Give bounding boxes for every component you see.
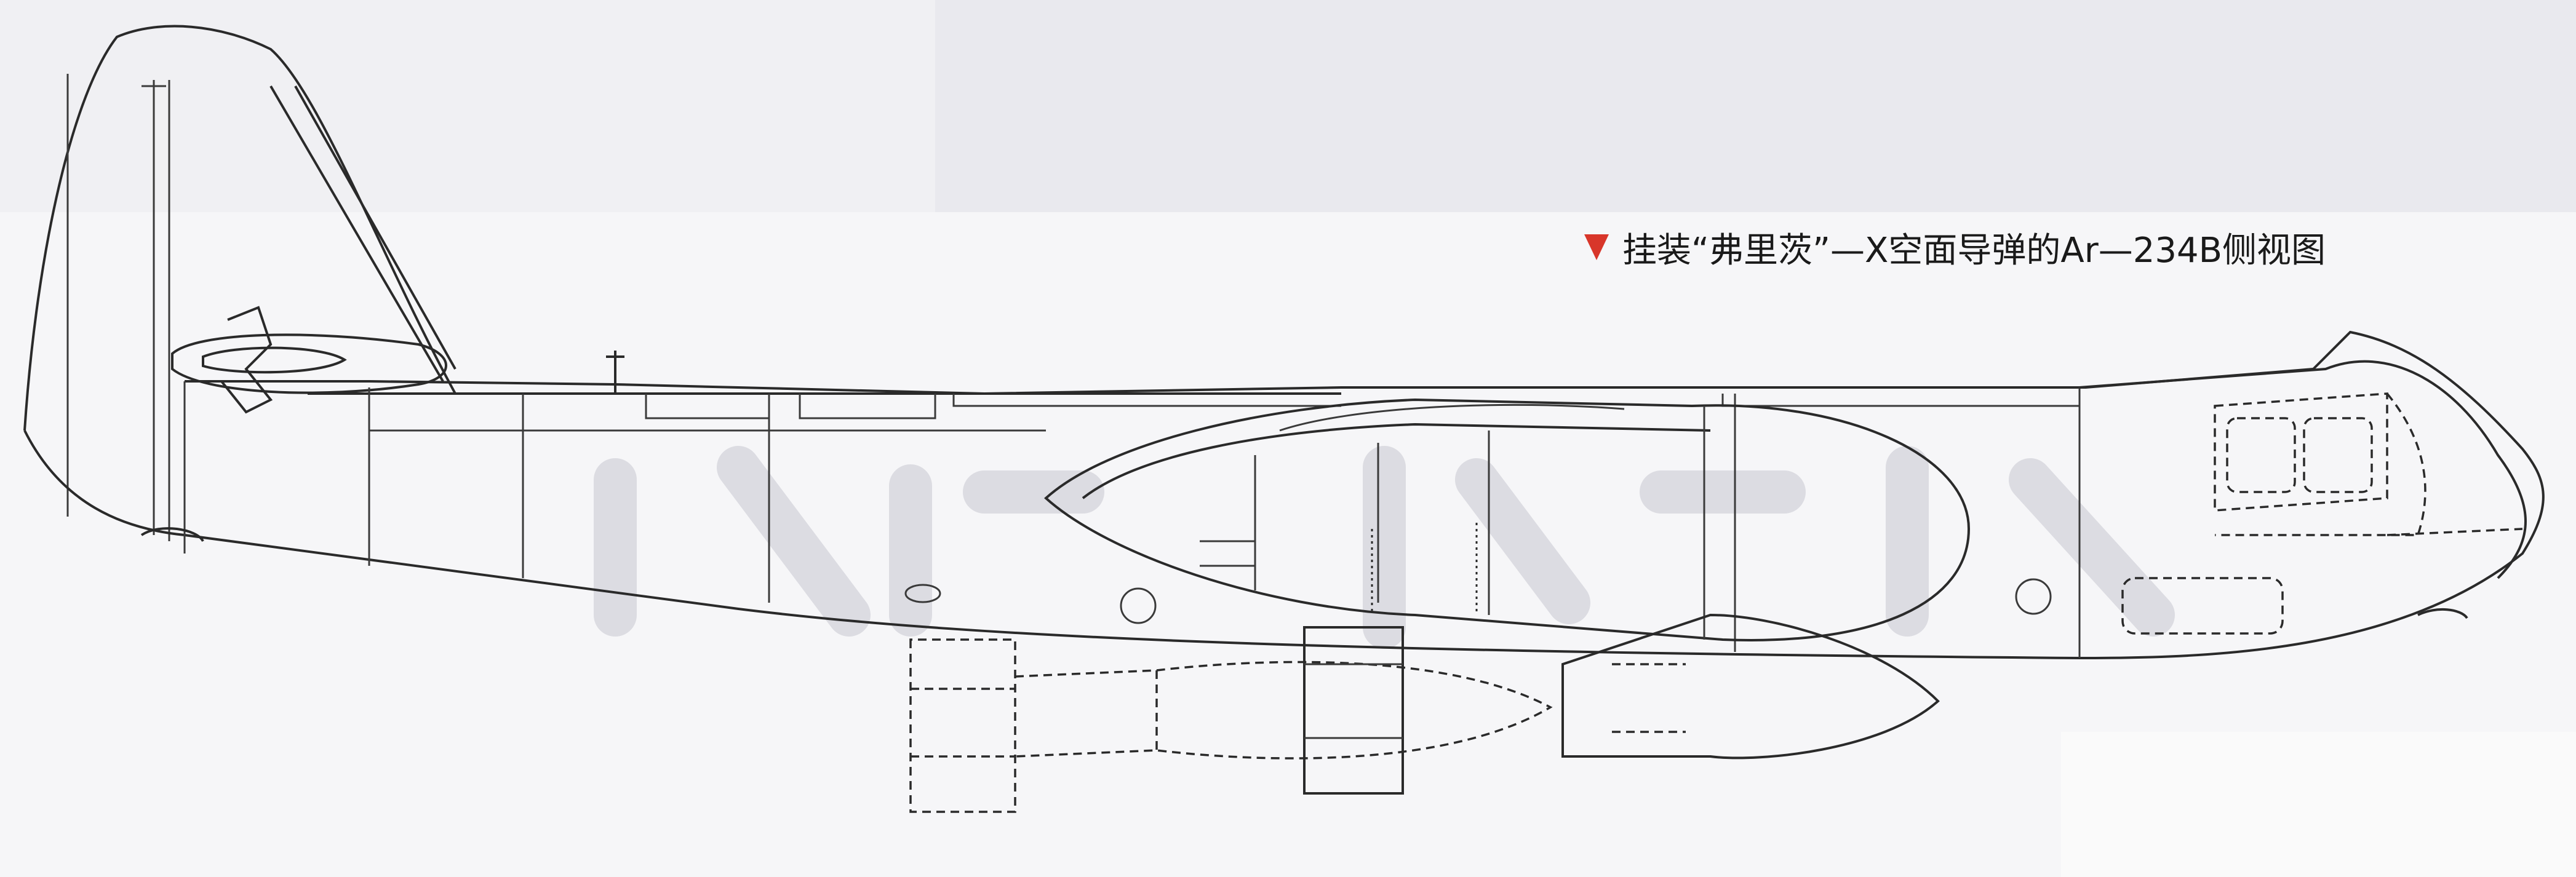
engine-nacelle bbox=[1044, 398, 1971, 641]
bleed-through-marks bbox=[594, 446, 2175, 649]
paper-background-corner bbox=[2061, 732, 2576, 877]
cockpit-nose bbox=[2079, 360, 2527, 635]
caption-text: 挂装“弗里茨”—X空面导弹的Ar—234B侧视图 bbox=[1622, 230, 2326, 271]
fritz-x-missile bbox=[909, 613, 1940, 813]
horizontal-stabilizer bbox=[171, 306, 447, 414]
paper-background bbox=[0, 0, 935, 212]
vertical-tail bbox=[23, 25, 457, 541]
paper-background-shade bbox=[935, 0, 2576, 212]
triangle-down-marker-icon bbox=[1584, 234, 1609, 260]
figure-caption: 挂装“弗里茨”—X空面导弹的Ar—234B侧视图 bbox=[1584, 223, 2326, 272]
